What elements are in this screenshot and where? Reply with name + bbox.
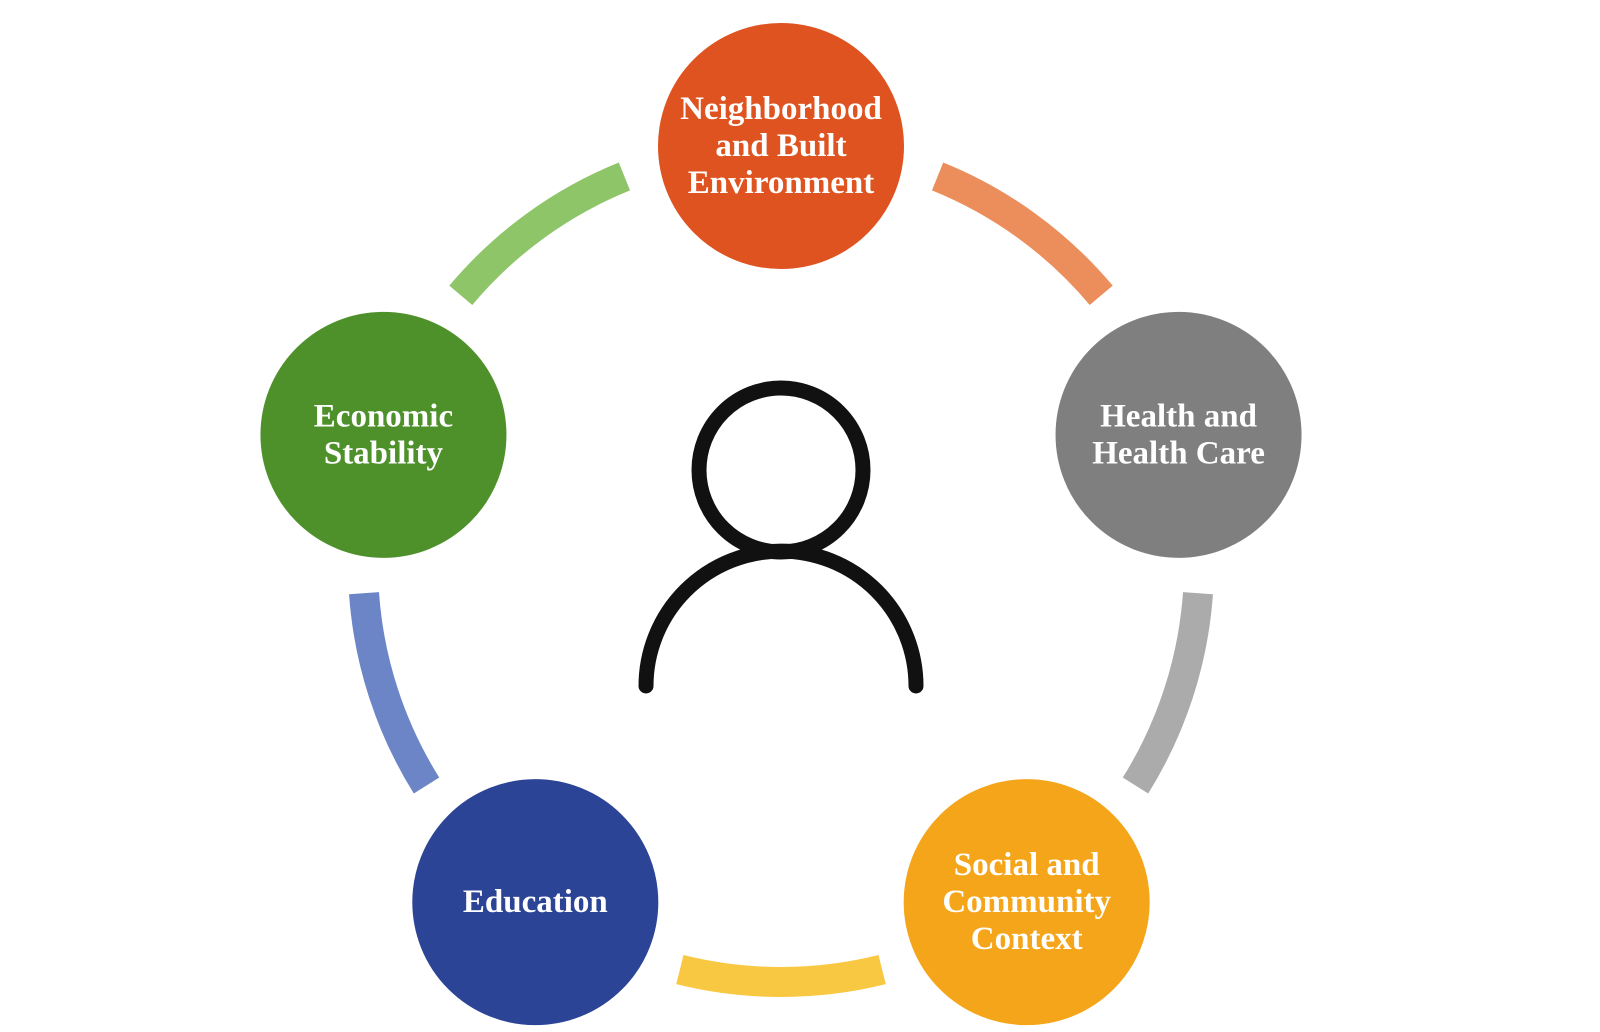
connector-arc-neighborhood xyxy=(931,162,1113,306)
node-label-health: Health and xyxy=(1100,398,1257,434)
node-label-education: Education xyxy=(463,884,608,920)
node-circle-neighborhood xyxy=(652,17,910,275)
node-label-neighborhood: and Built xyxy=(715,128,846,164)
connector-arc-social xyxy=(676,955,886,997)
node-label-social: Social and xyxy=(954,847,1100,883)
connector-arcs xyxy=(349,162,1213,997)
connector-arc-education xyxy=(349,592,440,794)
node-label-neighborhood: Environment xyxy=(688,165,874,201)
node-label-social: Context xyxy=(971,921,1083,957)
node-label-neighborhood: Neighborhood xyxy=(680,91,882,127)
node-label-social: Community xyxy=(942,884,1111,920)
node-label-economic: Stability xyxy=(324,435,444,471)
node-education: Education xyxy=(406,773,665,1032)
connector-arc-health xyxy=(1122,592,1213,794)
node-label-economic: Economic xyxy=(314,398,453,434)
node-circle-social xyxy=(897,773,1156,1032)
node-circle-economic xyxy=(254,305,513,564)
node-circle-education xyxy=(406,773,665,1032)
connector-arc-economic xyxy=(449,162,631,306)
person-icon xyxy=(638,380,924,694)
node-label-health: Health Care xyxy=(1092,435,1265,471)
node-circle-health xyxy=(1049,305,1308,564)
